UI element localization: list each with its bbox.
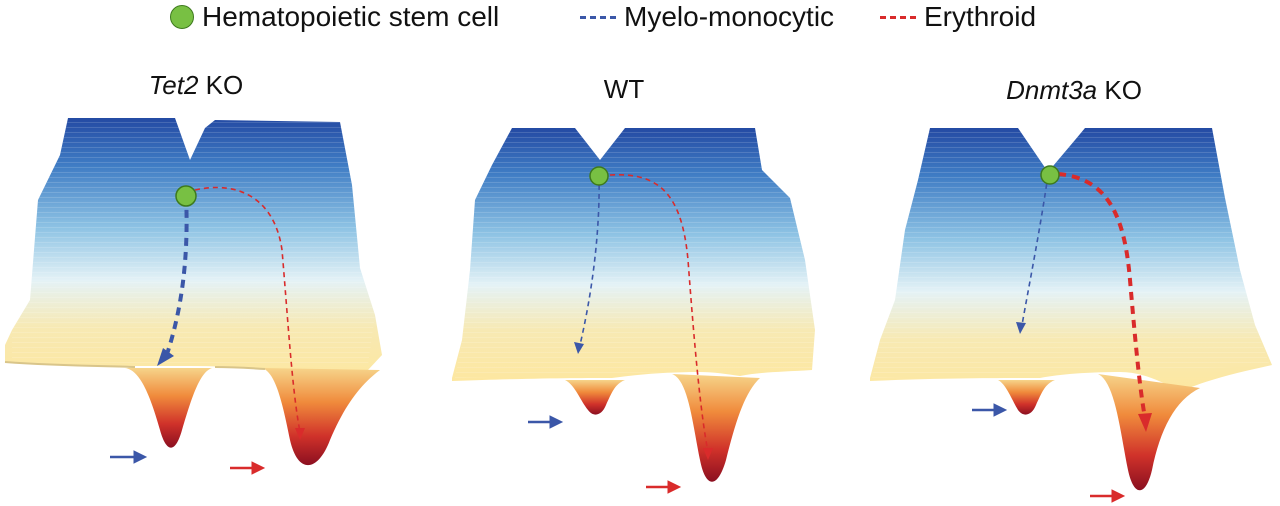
landscape-surface-texture xyxy=(12,118,375,365)
myelo-path-arrowhead xyxy=(157,348,174,366)
stem-cell-marker xyxy=(589,166,609,186)
panel-title-dnmt3a: Dnmt3a KO xyxy=(1006,75,1142,106)
erythroid-well xyxy=(262,368,380,466)
legend: Hematopoietic stem cell Myelo-monocytic … xyxy=(0,0,1280,40)
myelo-path-arrowhead xyxy=(574,342,584,354)
landscape-surface-texture xyxy=(872,128,1270,378)
panel-title-gene: Dnmt3a xyxy=(1006,75,1098,105)
myelo-path xyxy=(163,195,189,361)
landscape-tet2 xyxy=(4,118,382,475)
red-dashed-line-icon xyxy=(880,15,916,19)
erythroid-path-arrowhead xyxy=(703,448,713,460)
erythroid-arrow-icon xyxy=(646,480,682,494)
landscape-wt xyxy=(452,128,815,494)
myelo-arrow-icon xyxy=(110,450,148,464)
myelo-well xyxy=(125,368,212,448)
plateau-rim xyxy=(4,361,266,370)
legend-stem-cell-label: Hematopoietic stem cell xyxy=(202,1,500,32)
panel-title-gene: Tet2 xyxy=(148,70,199,100)
legend-myelo-label: Myelo-monocytic xyxy=(624,1,835,32)
myelo-arrow-icon xyxy=(528,415,564,429)
panel-title-tet2: Tet2 KO xyxy=(149,70,243,101)
myelo-arrow-icon xyxy=(972,403,1008,417)
erythroid-arrow-icon xyxy=(1090,489,1126,503)
legend-erythroid-label: Erythroid xyxy=(924,1,1037,32)
erythroid-well xyxy=(1098,374,1200,491)
erythroid-path xyxy=(609,173,709,453)
myelo-path xyxy=(1021,174,1049,326)
myelo-well xyxy=(998,380,1055,415)
stem-cell-marker xyxy=(175,185,197,207)
stem-cell-icon xyxy=(170,5,194,29)
erythroid-arrow-icon xyxy=(230,461,266,475)
legend-erythroid: Erythroid xyxy=(880,1,1036,33)
legend-myelo: Myelo-monocytic xyxy=(580,1,834,33)
landscape-dnmt3a xyxy=(870,128,1272,503)
myelo-path-arrowhead xyxy=(1016,322,1026,334)
blue-dashed-line-icon xyxy=(580,15,616,19)
erythroid-path-arrowhead xyxy=(1138,413,1152,432)
panel-title-suffix: KO xyxy=(1097,75,1142,105)
legend-stem-cell: Hematopoietic stem cell xyxy=(170,1,499,33)
myelo-path xyxy=(579,175,600,346)
erythroid-path-arrowhead xyxy=(295,428,305,440)
erythroid-well xyxy=(672,374,760,482)
landscape-surface-texture xyxy=(455,128,815,378)
panel-title-wt: WT xyxy=(604,74,644,105)
stem-cell-marker xyxy=(1040,165,1060,185)
myelo-well xyxy=(565,380,625,415)
erythroid-path xyxy=(194,186,301,433)
panel-title-suffix: WT xyxy=(603,74,645,104)
panel-title-suffix: KO xyxy=(198,70,244,100)
erythroid-path xyxy=(1057,172,1147,419)
